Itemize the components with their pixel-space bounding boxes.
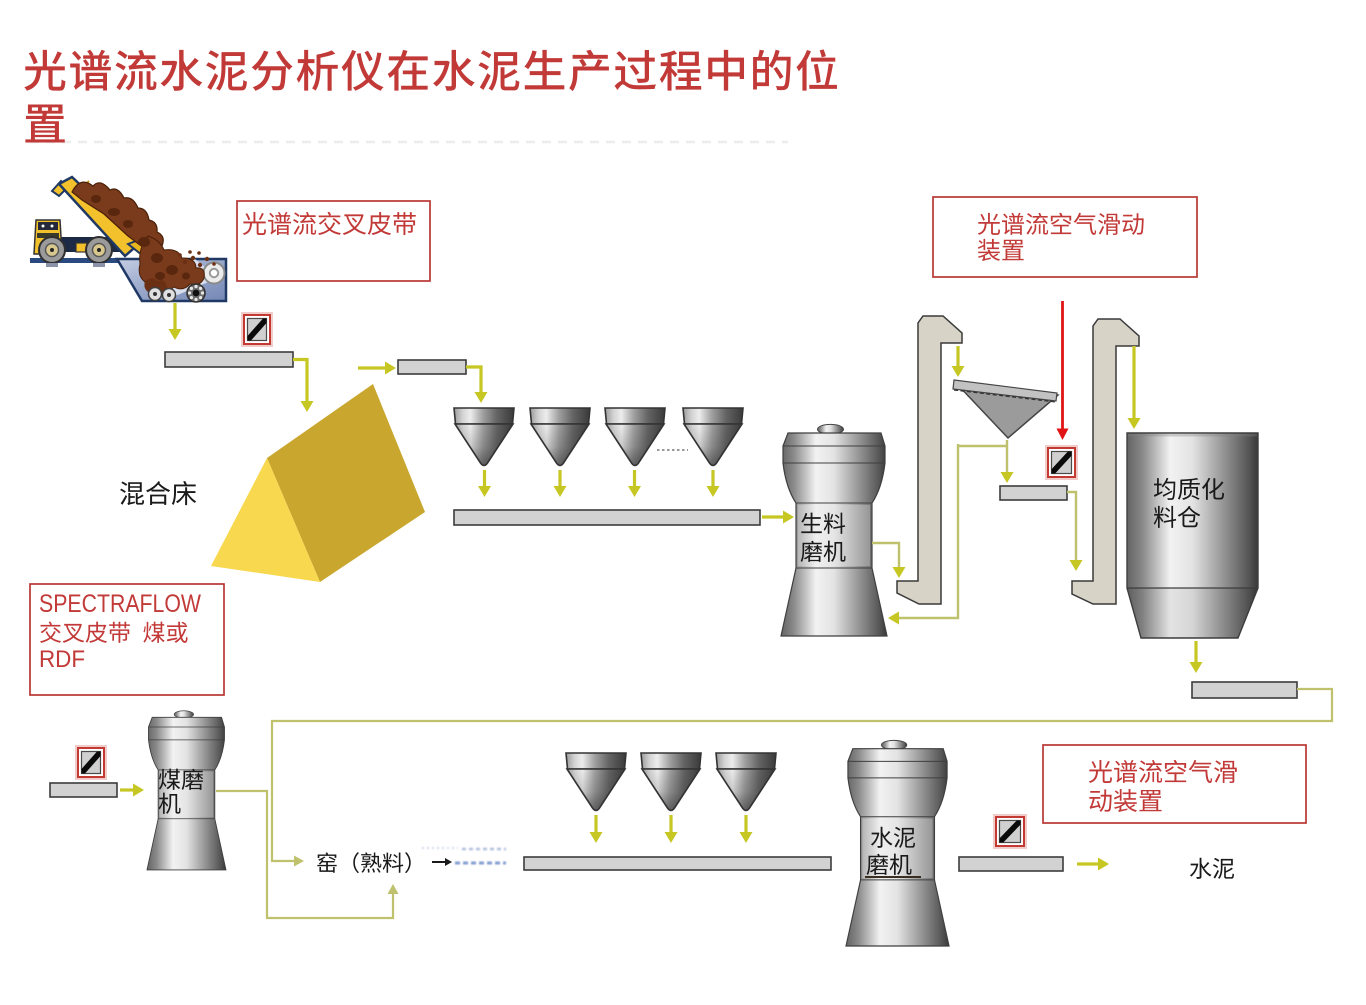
svg-text:RDF: RDF	[39, 646, 85, 673]
svg-text:SPECTRAFLOW: SPECTRAFLOW	[39, 590, 201, 618]
